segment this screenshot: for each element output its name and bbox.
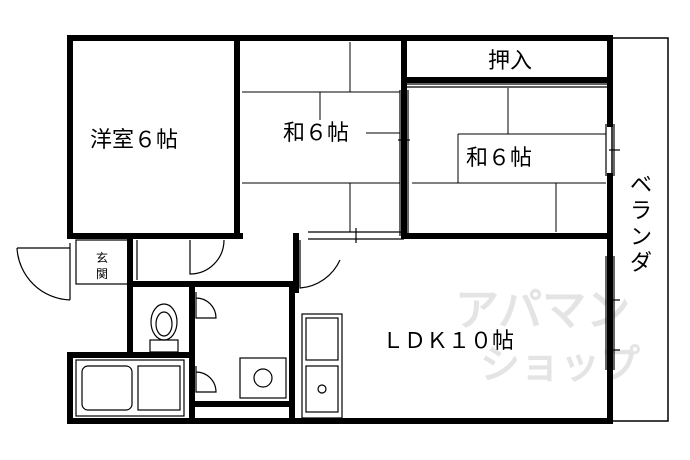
entrance-label-line1: 玄 — [96, 250, 108, 265]
walls — [67, 35, 613, 424]
thin-partitions — [75, 83, 620, 370]
watermark-line1: アパマン — [455, 285, 630, 336]
tatami-room-2 — [412, 88, 606, 232]
japanese-room-1-label: 和６帖 — [283, 121, 349, 146]
japanese-room-2-label: 和６帖 — [466, 146, 532, 171]
veranda-char-1: ベ — [630, 173, 652, 198]
kitchen-counter-icon — [301, 313, 343, 419]
closet-label: 押入 — [488, 49, 532, 74]
ldk-label: ＬＤＫ１０帖 — [382, 329, 514, 354]
tatami-room-1 — [242, 42, 400, 232]
veranda-char-2: ラ — [630, 199, 652, 224]
bathtub-icon — [75, 359, 185, 417]
veranda-label: ベ ラ ン ダ — [630, 173, 652, 276]
veranda-char-3: ン — [630, 225, 652, 250]
corridor-doors — [189, 239, 341, 393]
toilet-icon — [149, 303, 179, 353]
veranda-char-4: ダ — [630, 251, 652, 276]
entrance-label-line2: 関 — [96, 267, 108, 281]
western-room-label: 洋室６帖 — [90, 128, 178, 153]
washbasin-icon — [239, 357, 287, 399]
entrance-door — [16, 243, 71, 301]
